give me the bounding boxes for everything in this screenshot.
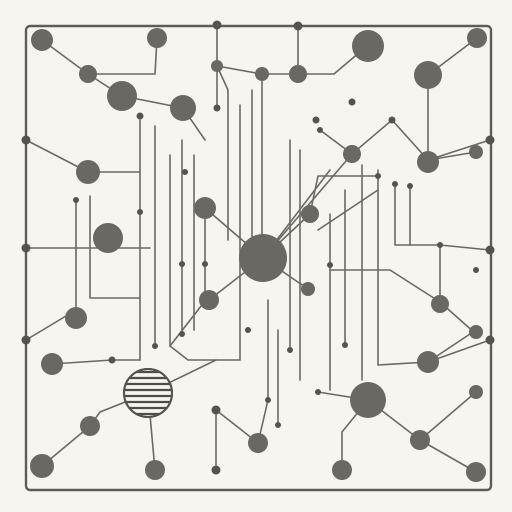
node [301, 205, 319, 223]
node [145, 460, 165, 480]
node [199, 290, 219, 310]
node-circles [30, 28, 487, 482]
node [107, 81, 137, 111]
node [79, 65, 97, 83]
node [469, 145, 483, 159]
node [194, 197, 216, 219]
node [467, 28, 487, 48]
node [410, 430, 430, 450]
node [211, 60, 223, 72]
node [343, 145, 361, 163]
central-hub-node [239, 234, 287, 282]
node [469, 385, 483, 399]
node [414, 61, 442, 89]
node [41, 353, 63, 375]
node [65, 307, 87, 329]
node [350, 382, 386, 418]
node [332, 460, 352, 480]
node [93, 223, 123, 253]
node [80, 416, 100, 436]
node [417, 351, 439, 373]
node [31, 29, 53, 51]
node [431, 295, 449, 313]
node [301, 282, 315, 296]
node [255, 67, 269, 81]
node [352, 30, 384, 62]
node [147, 28, 167, 48]
outer-frame [24, 24, 493, 492]
junction-dots [21, 20, 495, 475]
node [248, 433, 268, 453]
node [76, 160, 100, 184]
node [469, 325, 483, 339]
node [466, 462, 486, 482]
node [30, 454, 54, 478]
node [170, 95, 196, 121]
striped-node [123, 368, 173, 418]
node [289, 65, 307, 83]
node [417, 151, 439, 173]
